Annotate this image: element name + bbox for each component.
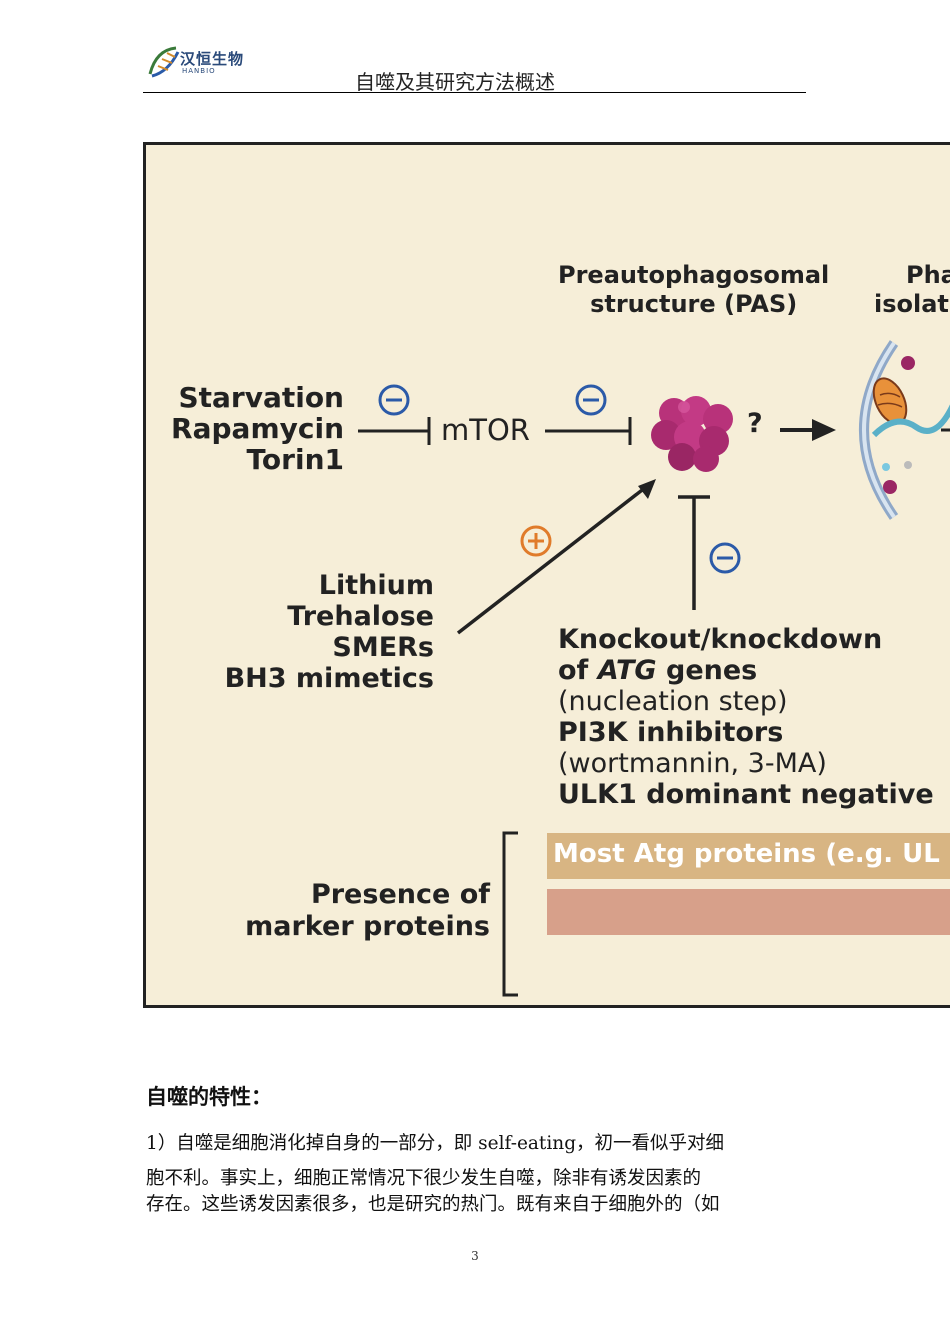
- activator-smers: SMERs: [332, 632, 434, 663]
- inducer-torin1: Torin1: [246, 443, 344, 476]
- activation-arrow-line: [456, 485, 648, 635]
- page-number: 3: [471, 1249, 479, 1263]
- phagophore-label-line1: Pha: [906, 261, 950, 289]
- atg-proteins-bar: Most Atg proteins (e.g. UL: [547, 833, 950, 879]
- inhibitor-wortmannin: (wortmannin, 3-MA): [558, 748, 827, 779]
- minus-sign-icon: [709, 542, 741, 574]
- inhibitor-knockout: Knockout/knockdown: [558, 624, 883, 655]
- activator-bh3-mimetics: BH3 mimetics: [224, 663, 434, 694]
- header-divider: [143, 92, 806, 93]
- atg-proteins-bar-text: Most Atg proteins (e.g. UL: [553, 839, 940, 869]
- page-header-title: 自噬及其研究方法概述: [355, 70, 555, 94]
- inhibitor-list: Knockout/knockdown of ATG genes (nucleat…: [558, 624, 934, 810]
- marker-label-line1: Presence of: [310, 879, 490, 910]
- inhibitor-atg-suffix: genes: [656, 655, 758, 686]
- minus-sign-icon: [378, 384, 410, 416]
- pas-label-line2: structure (PAS): [590, 290, 798, 318]
- activator-list: Lithium Trehalose SMERs BH3 mimetics: [186, 570, 434, 694]
- progress-arrowhead: [812, 419, 836, 441]
- pas-label-line1: Preautophagosomal: [558, 261, 830, 289]
- pas-blob-icon: [651, 396, 733, 472]
- paragraph-line-3: 存在。这些诱发因素很多，也是研究的热门。既有来自于细胞外的（如: [146, 1194, 720, 1215]
- minus-sign-icon: [575, 384, 607, 416]
- marker-label-line2: marker proteins: [245, 911, 490, 942]
- inhibitor-atg-genes: of ATG genes: [558, 655, 934, 686]
- mtor-label: mTOR: [441, 413, 530, 447]
- question-mark: ?: [747, 408, 763, 439]
- inhibitor-atg-prefix: of: [558, 655, 598, 686]
- activator-lithium: Lithium: [318, 570, 434, 601]
- activation-arrowhead: [638, 479, 656, 499]
- logo-subtext: HANBIO: [182, 67, 216, 75]
- paragraph-line-1: 1）自噬是细胞消化掉自身的一部分，即 self-eating，初一看似乎对细: [146, 1133, 725, 1154]
- logo-text: 汉恒生物: [180, 50, 245, 68]
- inducer-rapamycin: Rapamycin: [171, 412, 344, 445]
- inhibitor-atg-italic: ATG: [597, 655, 657, 686]
- section-heading: 自噬的特性：: [146, 1085, 272, 1109]
- phagophore-icon: [859, 340, 950, 520]
- inducer-starvation: Starvation: [178, 381, 344, 414]
- inhibitor-ulk1: ULK1 dominant negative: [558, 779, 934, 810]
- pas-label: Preautophagosomal structure (PAS): [558, 261, 829, 319]
- inhibitor-nucleation: (nucleation step): [558, 686, 788, 717]
- hanbio-logo-icon: [148, 46, 180, 78]
- phagophore-label-line2: isolati: [874, 290, 950, 318]
- figure-graphics: [358, 340, 950, 997]
- autophagy-figure: Preautophagosomal structure (PAS) Pha is…: [143, 142, 950, 1008]
- paragraph-line-2: 胞不利。事实上，细胞正常情况下很少发生自噬，除非有诱发因素的: [146, 1168, 702, 1189]
- plus-sign-icon: [520, 525, 552, 557]
- marker-bracket: [502, 831, 518, 997]
- marker-bar-2: [547, 889, 950, 935]
- activator-trehalose: Trehalose: [287, 601, 434, 632]
- inducer-list: Starvation Rapamycin Torin1: [166, 382, 344, 475]
- phagophore-label: Pha isolati: [874, 261, 950, 319]
- marker-label: Presence of marker proteins: [206, 879, 490, 943]
- inhibitor-pi3k: PI3K inhibitors: [558, 717, 784, 748]
